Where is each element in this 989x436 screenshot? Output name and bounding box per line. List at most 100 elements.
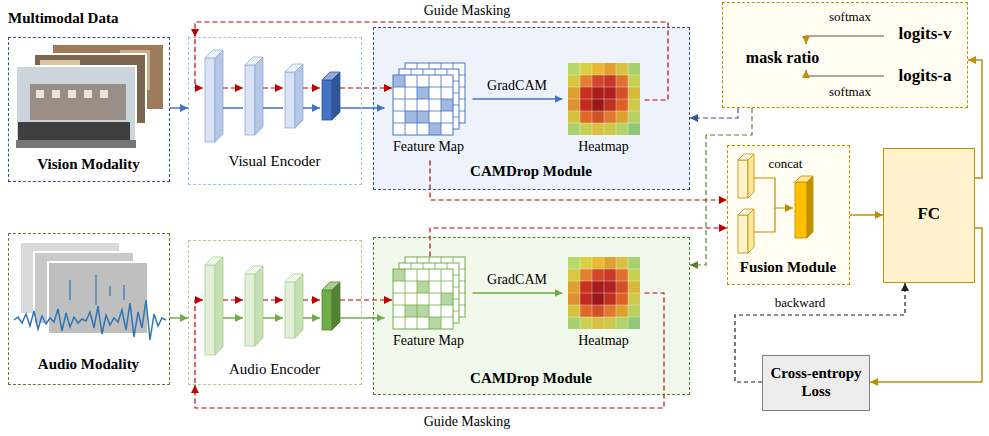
visual-encoder-layers xyxy=(205,58,215,142)
encoder-flow-arrows xyxy=(340,107,362,109)
module-box: CAMDrop Module Feature Map Heatmap xyxy=(373,27,690,190)
heatmap-grid xyxy=(568,63,640,135)
encoder-box: Audio Encoder xyxy=(188,240,362,385)
encoder-flow-arrows xyxy=(303,317,320,319)
feature-map: Feature Map xyxy=(385,257,473,355)
vision-images xyxy=(16,44,164,148)
vision-images xyxy=(36,90,108,98)
fusion-bars xyxy=(738,154,813,253)
node-text: Cross-entropy Loss xyxy=(766,364,866,400)
node-text: logits-a xyxy=(888,66,963,86)
visual-encoder-layers xyxy=(322,72,340,120)
module-box: CAMDrop Module Feature Map Heatmap xyxy=(373,237,690,395)
encoder-flow-arrows xyxy=(303,299,320,300)
edge-label: GradCAM xyxy=(485,272,549,289)
input-box: Vision Modality xyxy=(8,37,170,182)
fusion-bars xyxy=(738,160,748,198)
encoder-flow-arrows xyxy=(303,87,320,88)
visual-encoder-layers xyxy=(215,50,223,142)
fc-box: FC xyxy=(883,148,975,283)
encoder-flow-arrows xyxy=(195,300,203,383)
audio-encoder-layers xyxy=(322,290,332,330)
fusion-bars xyxy=(738,215,748,253)
encoder-flow-arrows xyxy=(263,317,283,319)
node-text: logits-v xyxy=(888,24,963,44)
node-text: Heatmap xyxy=(563,139,645,156)
visual-encoder-layers xyxy=(245,65,255,135)
connector xyxy=(850,214,883,216)
input-box: Audio Modality xyxy=(8,233,170,385)
audio-encoder-layers xyxy=(322,282,340,330)
node-fill xyxy=(762,355,870,411)
connector xyxy=(473,292,563,294)
edge-label: Guide Masking xyxy=(422,3,513,20)
vision-images xyxy=(18,122,130,140)
node-text: Fusion Module xyxy=(728,258,848,276)
visual-encoder-layers xyxy=(255,57,263,135)
node-fill xyxy=(373,27,690,190)
node-fill xyxy=(188,37,362,185)
heatmap-grid xyxy=(568,257,640,329)
audio-encoder-layers xyxy=(295,274,303,338)
encoder-flow-arrows xyxy=(223,87,243,88)
visual-encoder-layers xyxy=(285,72,295,128)
node-fill xyxy=(8,37,170,182)
visual-encoder-layers xyxy=(205,50,340,142)
connector xyxy=(195,22,668,100)
connector xyxy=(690,108,738,118)
connector xyxy=(690,108,752,265)
section-heading: Multimodal Data xyxy=(8,9,118,27)
encoder-flow-arrows xyxy=(340,87,392,88)
encoder-flow-arrows xyxy=(340,299,392,300)
node-text: Vision Modality xyxy=(9,155,168,173)
node-text: CAMDrop Module xyxy=(374,162,688,180)
audio-spectrograms xyxy=(70,275,124,305)
node-text: mask ratio xyxy=(736,48,830,67)
node-fill xyxy=(727,145,850,285)
vision-images xyxy=(30,84,126,120)
audio-encoder-layers xyxy=(215,257,223,355)
audio-encoder-layers xyxy=(245,274,255,346)
node-text: Feature Map xyxy=(385,139,473,156)
node-text: Feature Map xyxy=(385,333,473,350)
visual-encoder-layers xyxy=(322,80,332,120)
node-text: FC xyxy=(884,204,974,224)
feature-map-grid xyxy=(393,257,465,329)
feature-map-grid xyxy=(393,63,465,135)
connector xyxy=(473,98,563,100)
encoder-flow-arrows xyxy=(223,299,243,300)
audio-encoder-layers xyxy=(332,282,340,330)
node-fill xyxy=(8,233,170,385)
softmax-arrows xyxy=(806,70,884,76)
fusion-bars xyxy=(748,154,754,198)
node-fill xyxy=(722,2,968,108)
connector xyxy=(870,228,982,382)
node-text: CAMDrop Module xyxy=(374,369,688,387)
connector xyxy=(430,228,727,257)
feature-map: Feature Map xyxy=(385,63,473,161)
encoder-flow-arrows xyxy=(263,299,283,300)
connector xyxy=(195,293,664,408)
node-fill xyxy=(373,237,690,395)
vision-images xyxy=(16,66,136,148)
edge-label: backward xyxy=(773,295,828,311)
audio-encoder-layers xyxy=(285,282,295,338)
edge-label: GradCAM xyxy=(485,78,549,95)
audio-encoder-layers xyxy=(205,257,340,355)
connector xyxy=(170,107,188,109)
vision-images xyxy=(16,140,136,148)
fusion-bars xyxy=(748,209,754,253)
concat-arrows xyxy=(754,208,775,232)
encoder-flow-arrows xyxy=(223,317,243,319)
softmax-arrows xyxy=(806,36,884,44)
visual-encoder-layers xyxy=(332,72,340,120)
concat-arrows xyxy=(754,178,793,232)
fusion-box: concatFusion Module xyxy=(727,145,850,285)
node-text: Heatmap xyxy=(563,333,645,350)
node-text: Audio Modality xyxy=(9,355,168,373)
node-text: Audio Encoder xyxy=(189,360,360,378)
audio-encoder-layers xyxy=(255,266,263,346)
visual-encoder-layers xyxy=(295,64,303,128)
